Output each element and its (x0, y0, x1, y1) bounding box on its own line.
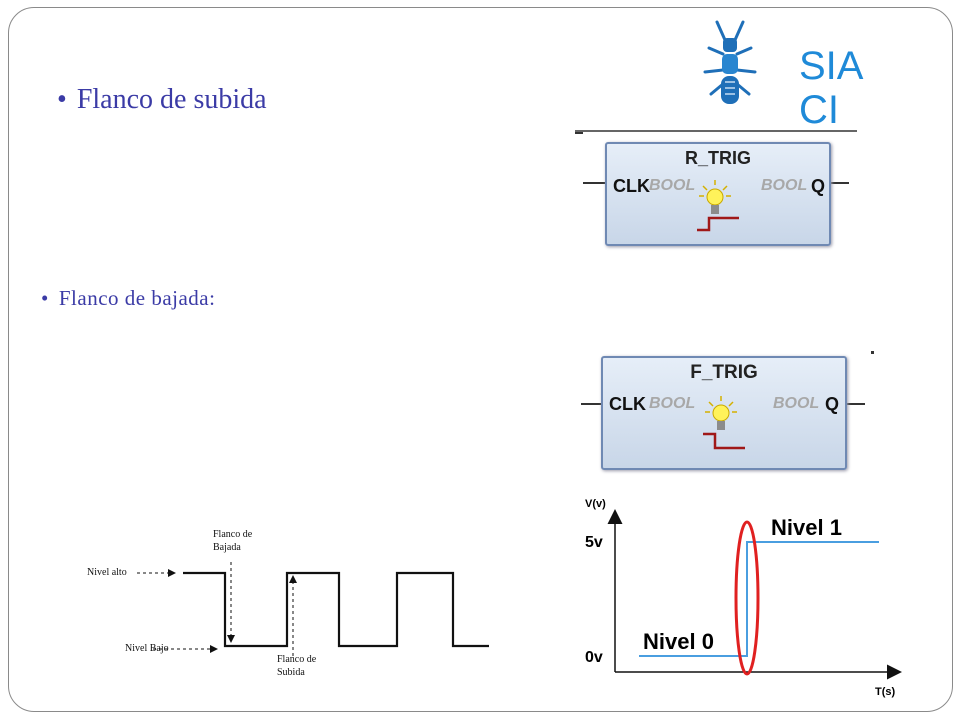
bullet-falling-text: Flanco de bajada: (58, 286, 216, 310)
rtrig-output-wire (825, 182, 849, 184)
f-trig-q-pin: Q (825, 394, 840, 414)
f-trig-clk-pin: CLK (609, 394, 646, 414)
nivel-0-label: Nivel 0 (643, 629, 714, 654)
r-trig-q-pin: Q (811, 176, 826, 196)
ftrig-output-wire (843, 403, 865, 405)
f-trig-block[interactable]: F_TRIG CLK BOOL BOOL Q (601, 356, 847, 470)
f-trig-in-type: BOOL (649, 395, 696, 412)
r-trig-in-type: BOOL (649, 177, 696, 194)
r-trig-out-type: BOOL (761, 177, 808, 194)
nivel-alto-label: Nivel alto (87, 567, 127, 578)
slide: •Flanco de subida •Flanco de bajada: SIA… (8, 7, 953, 712)
square-wave (183, 571, 489, 648)
rtrig-top-line (575, 130, 857, 132)
voltage-signal (639, 541, 879, 657)
rising-edge-bulb-icon (697, 180, 739, 232)
f-trig-out-type: BOOL (773, 395, 820, 412)
robot-ant-icon (703, 20, 757, 104)
falling-edge-bulb-icon (703, 396, 745, 450)
nivel-1-label: Nivel 1 (771, 515, 842, 540)
flanco-subida-label: Flanco de Subida (277, 654, 317, 678)
f-trig-title: F_TRIG (690, 362, 758, 383)
bullet-falling-edge: •Flanco de bajada: (41, 286, 216, 310)
flanco-bajada-label: Flanco de Bajada (213, 529, 253, 553)
bullet-rising-text: Flanco de subida (76, 84, 267, 115)
rtrig-input-wire (583, 182, 607, 184)
x-axis-label: T(s) (875, 686, 896, 698)
edge-highlight-ellipse (734, 520, 760, 676)
y-5v-label: 5v (585, 534, 603, 551)
bullet-rising-edge: •Flanco de subida (57, 84, 267, 115)
logo-text: SIA CI (799, 44, 862, 132)
r-trig-title: R_TRIG (684, 148, 751, 168)
ftrig-input-wire (581, 403, 603, 405)
r-trig-block[interactable]: R_TRIG CLK BOOL BOOL Q (605, 142, 831, 246)
voltage-time-chart (607, 509, 902, 680)
pulse-waveform-diagram (137, 562, 489, 656)
r-trig-clk-pin: CLK (613, 176, 650, 196)
y-0v-label: 0v (585, 649, 603, 666)
y-axis-label: V(v) (585, 498, 606, 510)
nivel-bajo-label: Nivel Bajo (125, 643, 169, 654)
